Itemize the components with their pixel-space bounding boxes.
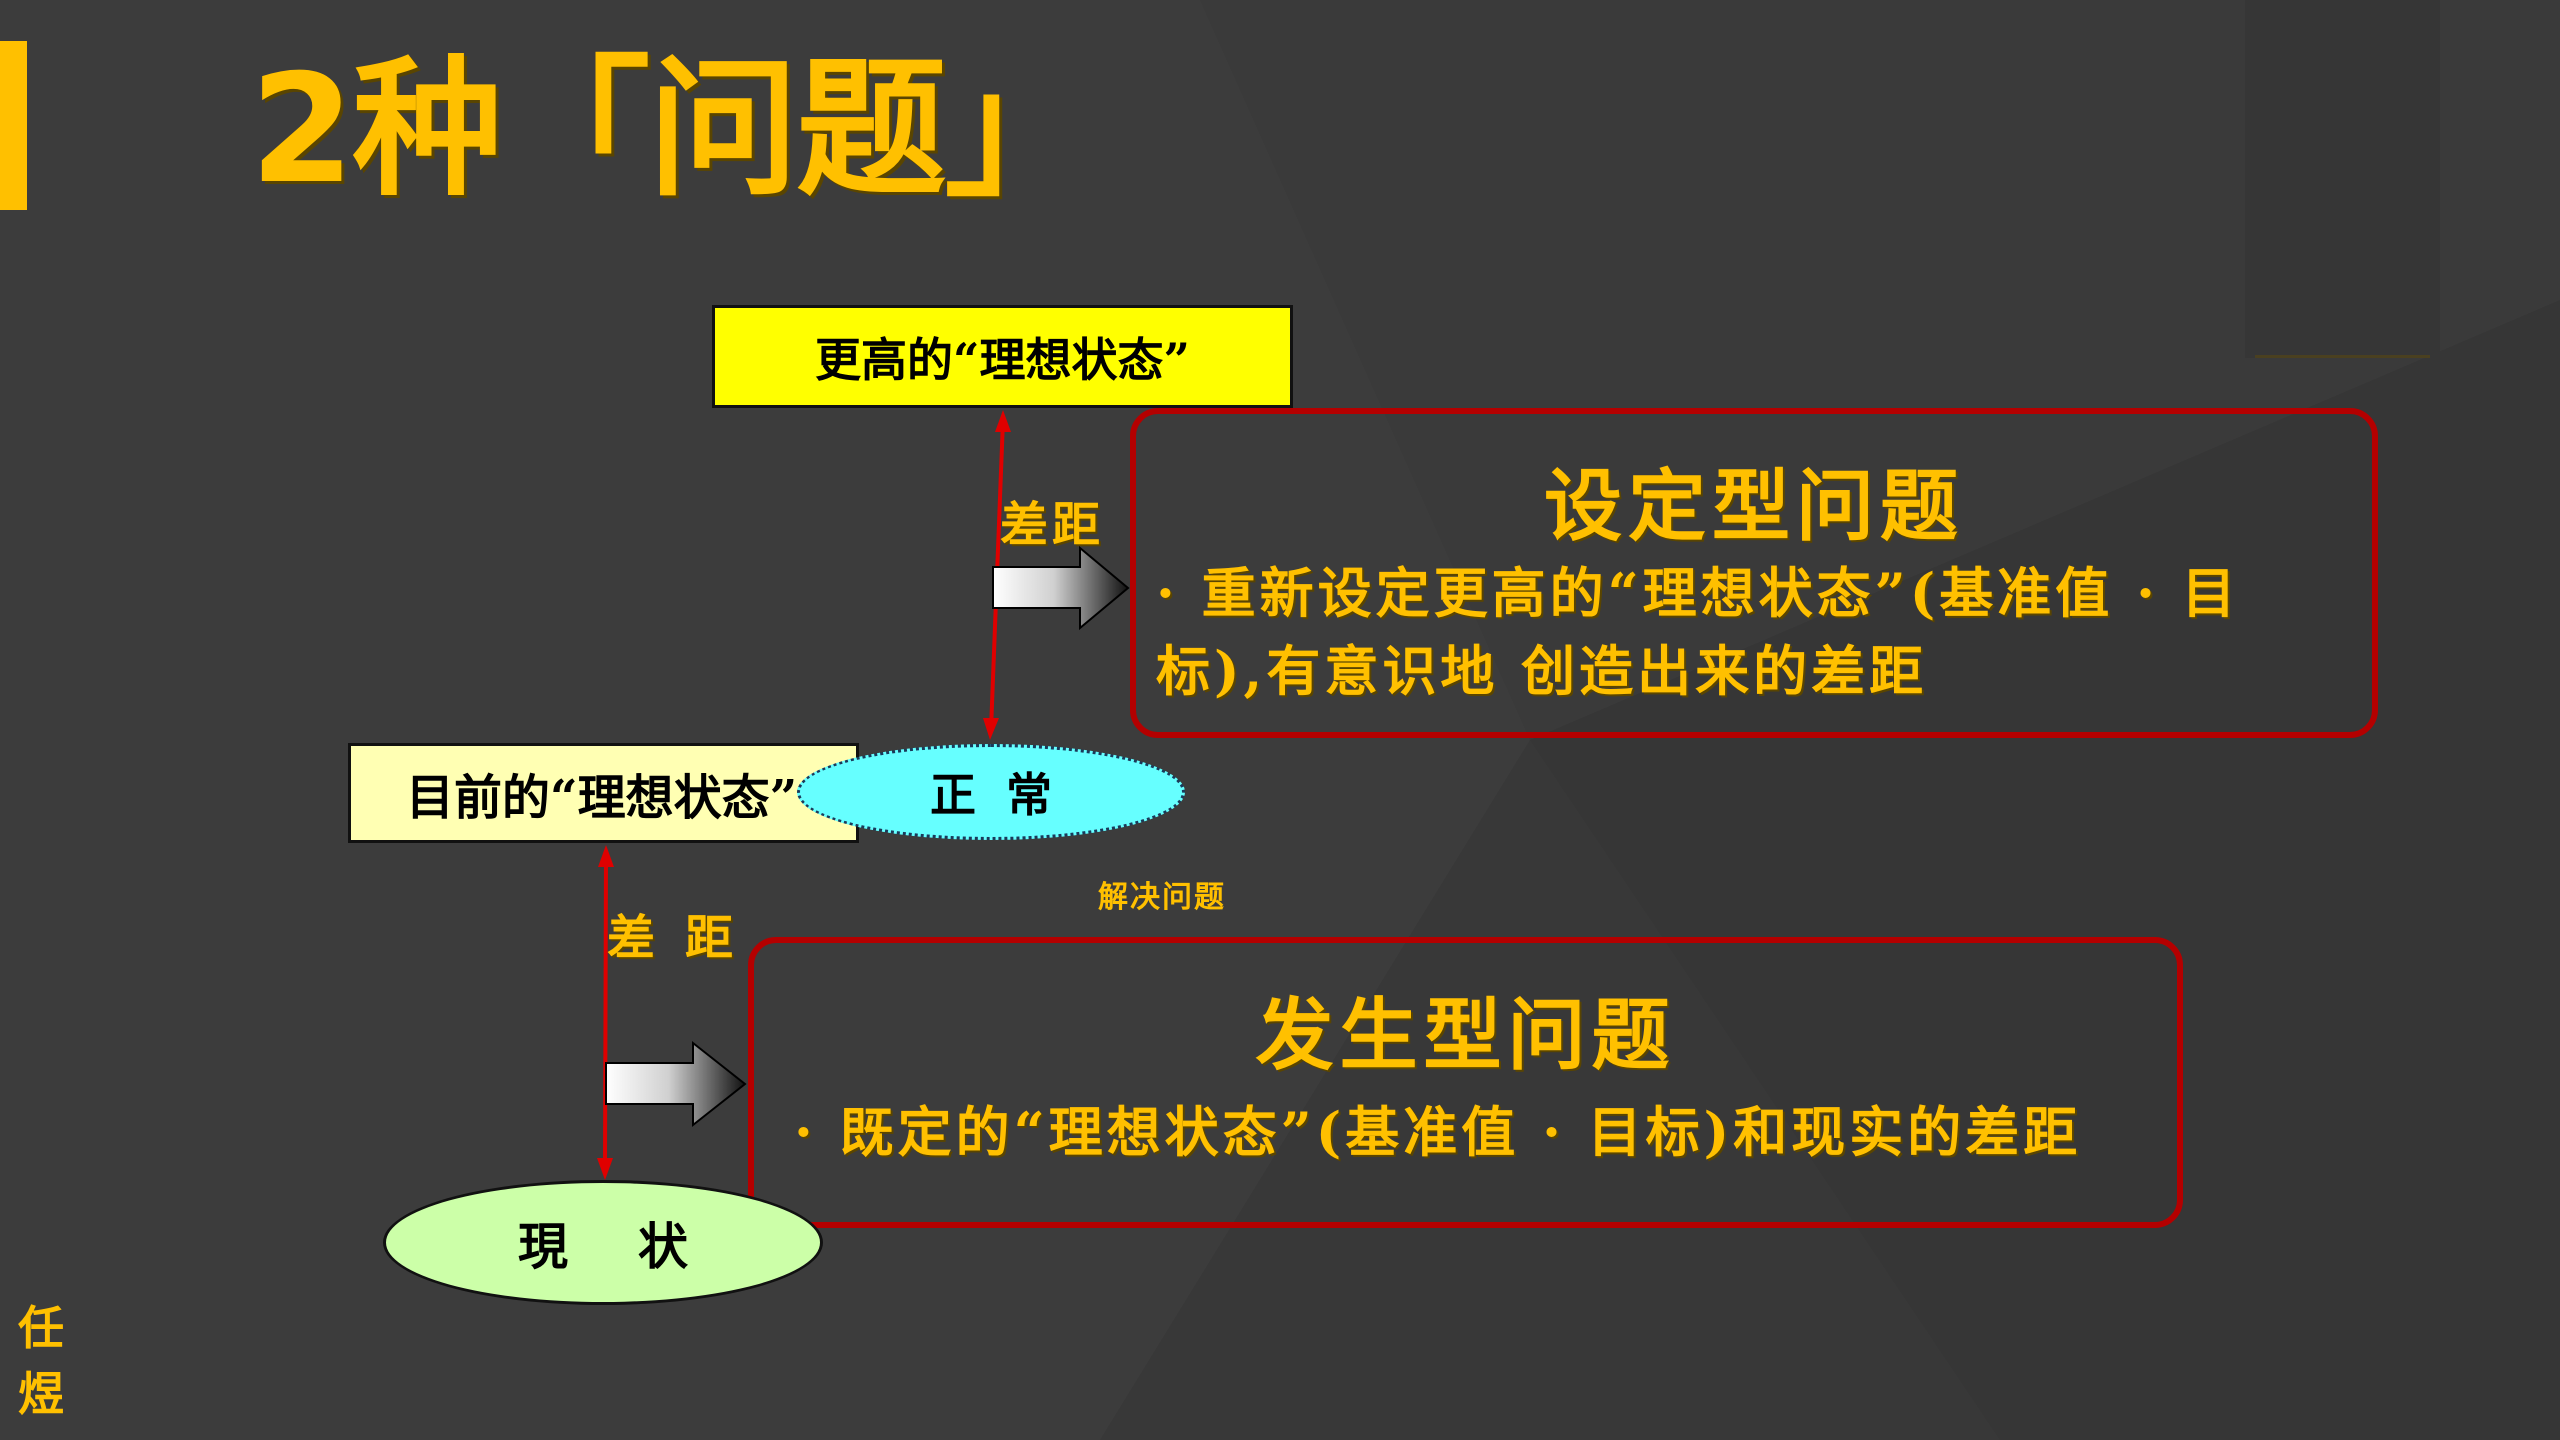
corner-decoration: [2245, 0, 2440, 358]
gap-label-lower: 差距: [607, 910, 764, 966]
setting-problem-title: 设定型问题: [1543, 462, 1964, 552]
arrow-right-lower-icon: [605, 1040, 747, 1128]
current-status-ellipse: 現状: [383, 1180, 823, 1305]
gap-label-upper: 差距: [1000, 497, 1105, 553]
corner-decoration-line: [2255, 355, 2430, 358]
slide-title: 2种「问题」: [250, 43, 1094, 217]
occurrence-problem-title: 发生型问题: [1255, 991, 1676, 1081]
arrow-right-upper-icon: [992, 545, 1130, 631]
normal-ellipse: 正常: [797, 744, 1185, 840]
accent-bar: [0, 41, 27, 210]
occurrence-problem-description: · 既定的“理想状态”(基准值 · 目标)和现实的差距: [794, 1100, 2082, 1164]
setting-problem-box: 设定型问题 · 重新设定更高的“理想状态”(基准值 · 目标),有意识地 创造出…: [1130, 408, 2378, 738]
solve-problem-label: 解决问题: [1098, 880, 1226, 915]
setting-problem-description: · 重新设定更高的“理想状态”(基准值 · 目标),有意识地 创造出来的差距: [1156, 561, 2240, 703]
author-name: 任煜: [18, 1301, 64, 1421]
higher-ideal-state-box: 更高的“理想状态”: [712, 305, 1293, 408]
occurrence-problem-box: 发生型问题 · 既定的“理想状态”(基准值 · 目标)和现实的差距: [748, 937, 2183, 1228]
gap-line-lower-icon: [597, 845, 614, 1180]
current-ideal-state-box: 目前的“理想状态”: [348, 743, 859, 843]
